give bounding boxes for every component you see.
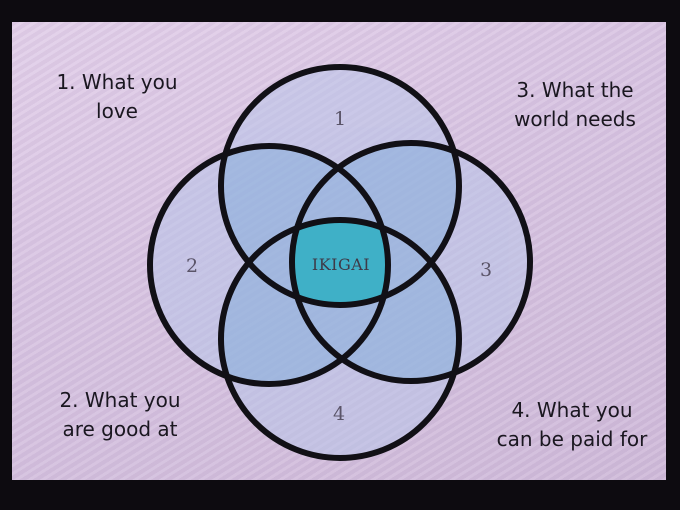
label-line: 1. What you (56, 70, 178, 94)
center-region (292, 220, 388, 305)
circle-number-1: 1 (334, 108, 346, 130)
label-line: world needs (514, 107, 636, 131)
center-label-ikigai: IKIGAI (312, 255, 370, 274)
label-line: can be paid for (496, 427, 648, 451)
circle-number-3: 3 (480, 259, 492, 281)
circle-number-4: 4 (333, 403, 345, 425)
label-what-you-love: 1. What you love (42, 68, 192, 126)
overlap-top-bottom (221, 220, 459, 305)
label-what-you-are-good-at: 2. What you are good at (40, 386, 200, 444)
label-what-the-world-needs: 3. What the world needs (490, 76, 660, 134)
label-line: are good at (62, 417, 178, 441)
label-line: 2. What you (59, 388, 181, 412)
circle-outline-bottom (218, 217, 462, 461)
label-line: love (96, 99, 138, 123)
label-what-you-can-be-paid-for: 4. What you can be paid for (482, 396, 662, 454)
label-line: 3. What the (516, 78, 634, 102)
overlap-left-right (292, 146, 388, 381)
slide: 1. What you love 3. What the world needs… (12, 22, 666, 480)
label-line: 4. What you (511, 398, 633, 422)
circle-outline-top (218, 64, 462, 308)
circle-outline-left (147, 143, 391, 387)
circle-outline-right (289, 140, 533, 384)
circle-number-2: 2 (186, 255, 198, 277)
ikigai-venn-diagram: 1 2 3 4 IKIGAI (147, 64, 533, 461)
